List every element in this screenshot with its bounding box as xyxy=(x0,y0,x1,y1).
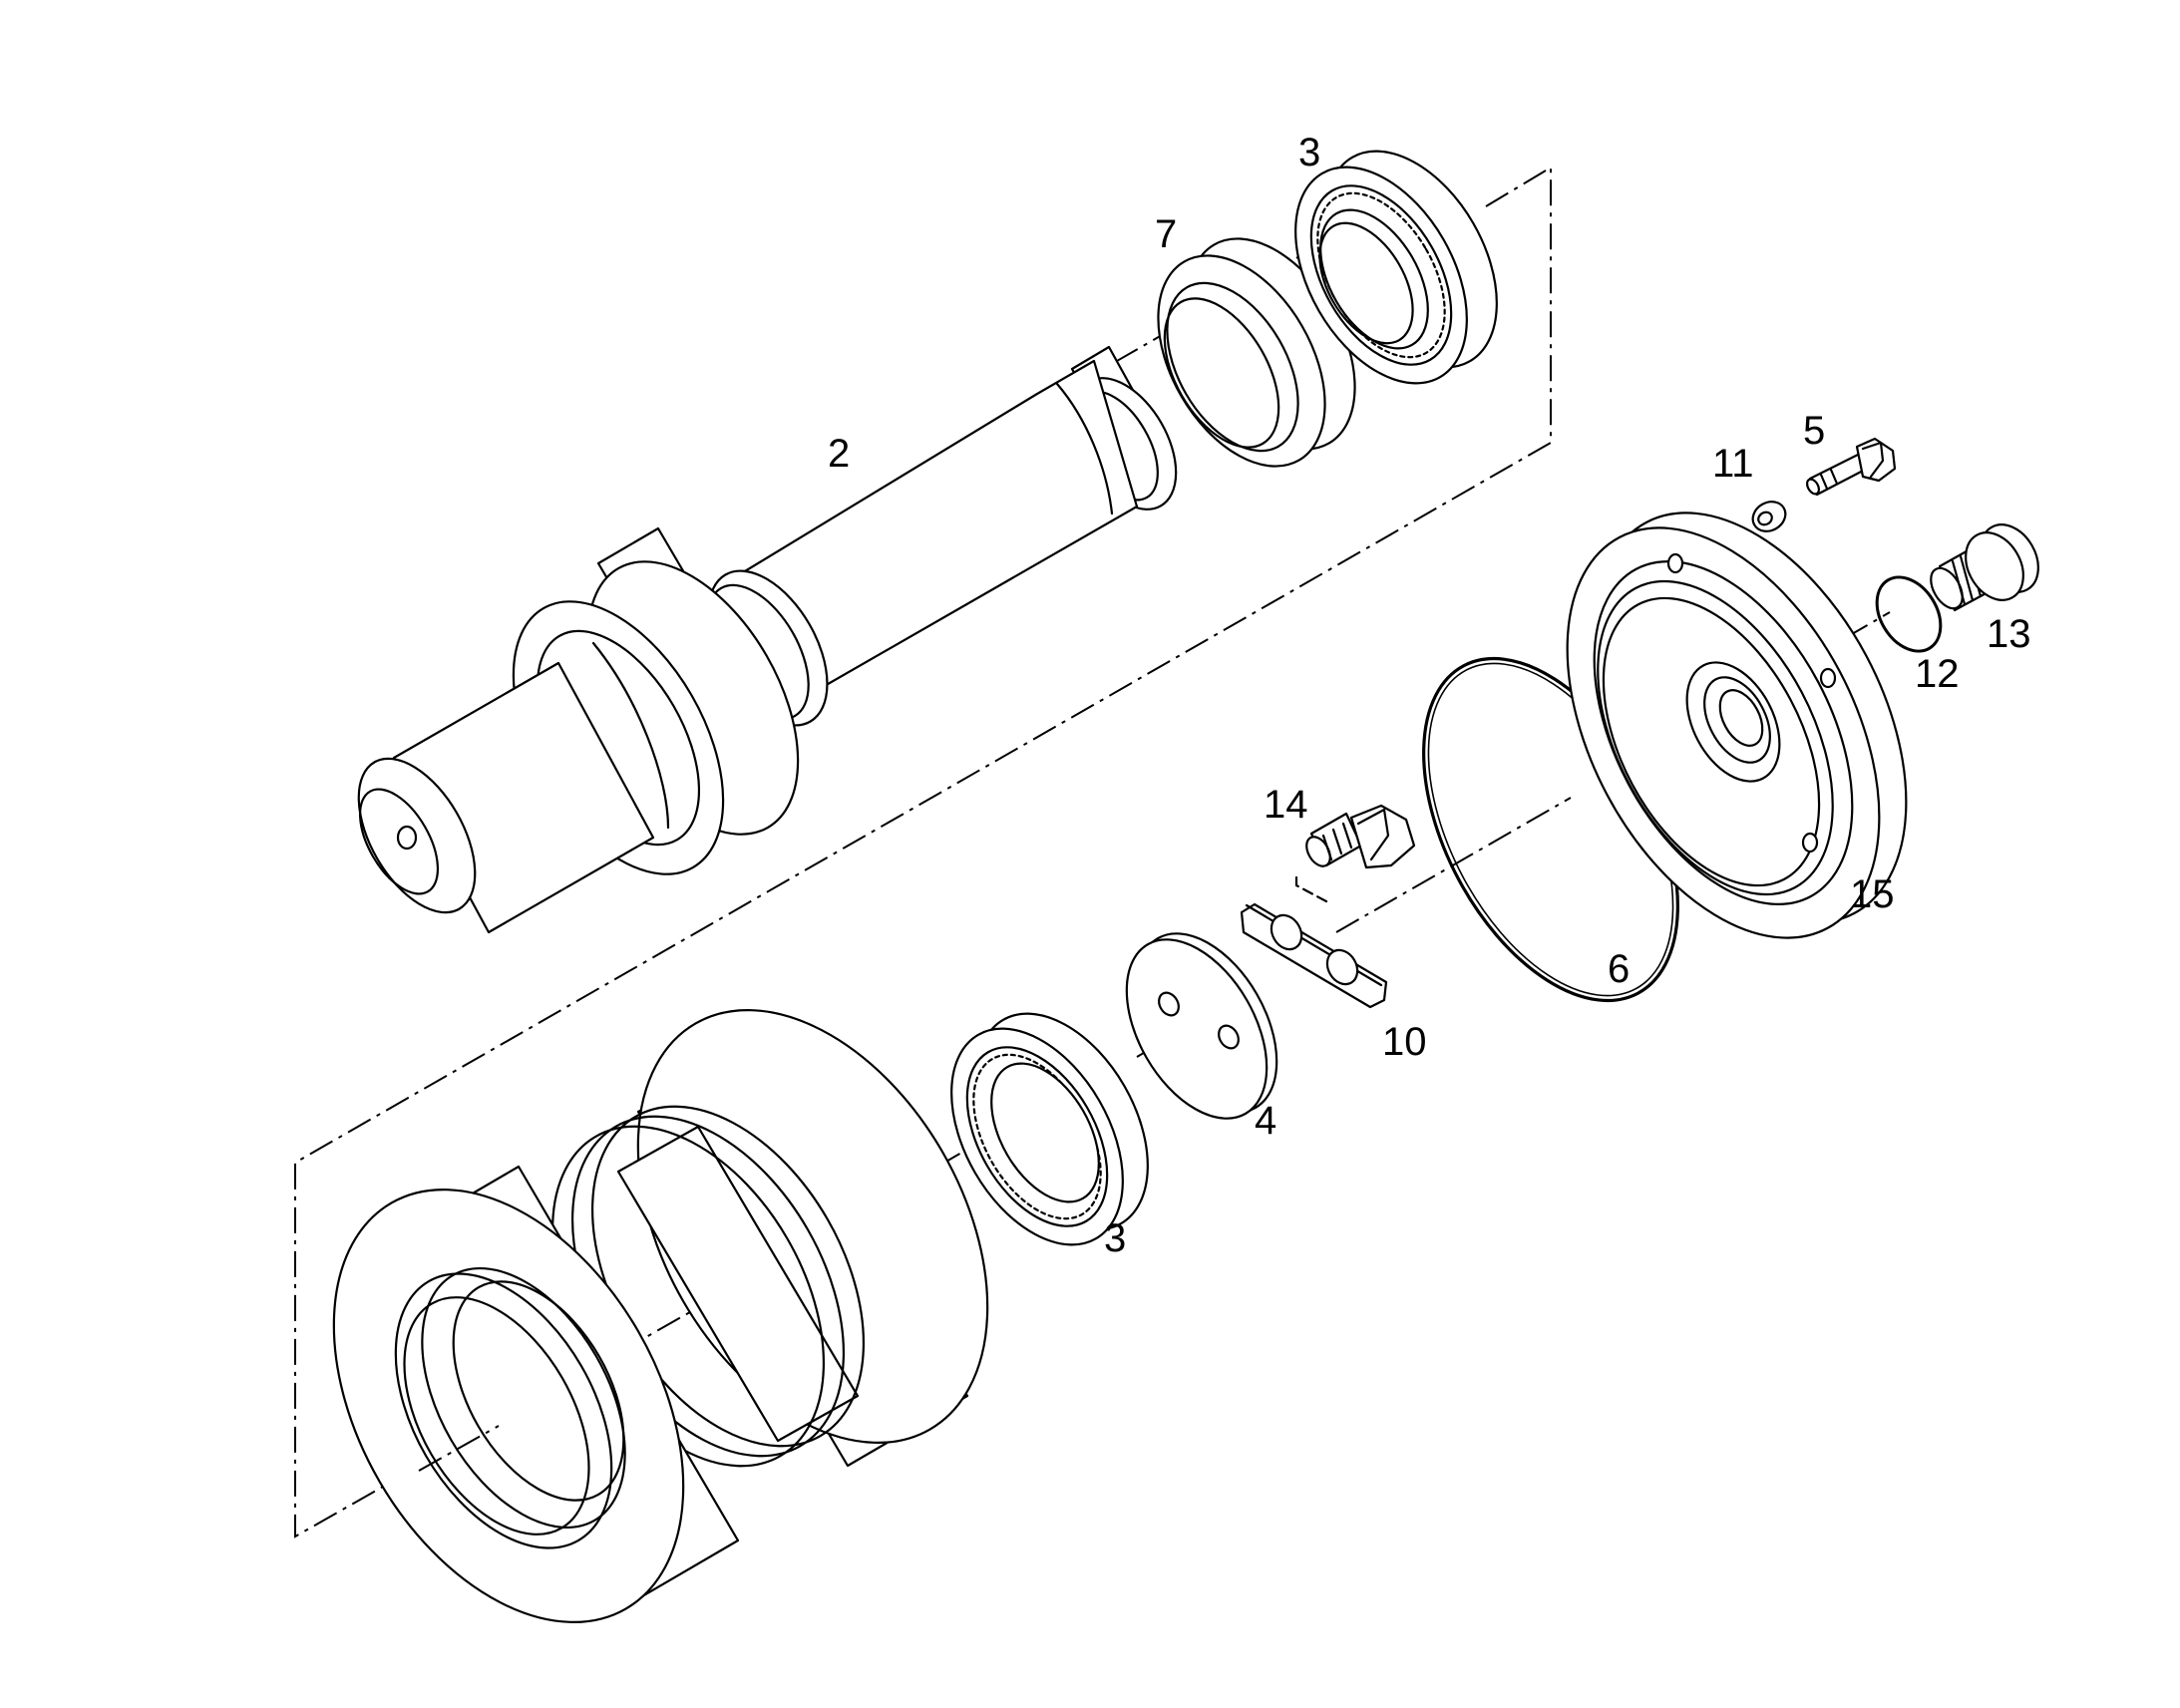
callout-labels: 2 3 3 4 5 6 7 10 11 12 13 14 15 xyxy=(828,131,2031,1260)
bolt-lock-part xyxy=(1305,804,1416,869)
callout-bolt-cap: 5 xyxy=(1803,409,1825,453)
shaft-part xyxy=(357,345,1178,934)
plug-ring-part xyxy=(1875,575,1943,653)
lock-plate-part xyxy=(1240,875,1388,1009)
callout-lock-plate: 10 xyxy=(1382,1020,1427,1064)
callout-thrust-plate: 4 xyxy=(1255,1099,1276,1143)
bearing-bottom-part xyxy=(950,1012,1149,1246)
callout-bolt-lock: 14 xyxy=(1264,783,1308,827)
washer-part xyxy=(1751,501,1787,532)
callout-washer: 11 xyxy=(1712,442,1754,486)
callout-o-ring: 6 xyxy=(1608,947,1630,991)
callout-end-cap: 15 xyxy=(1850,872,1895,916)
callout-bearing-top: 3 xyxy=(1298,131,1320,174)
plug-part xyxy=(1930,523,2039,612)
callout-plug: 13 xyxy=(1987,612,2031,656)
callout-shaft: 2 xyxy=(828,432,850,476)
thrust-plate-part xyxy=(1125,932,1278,1120)
callout-bearing-bottom: 3 xyxy=(1104,1216,1126,1260)
bearing-top-part xyxy=(1294,150,1498,385)
end-cap-part xyxy=(1566,512,1908,939)
roller-body-part xyxy=(332,1009,989,1623)
callout-plug-ring: 12 xyxy=(1915,652,1960,696)
callout-collar: 7 xyxy=(1155,212,1177,256)
bolt-cap-part xyxy=(1806,437,1897,497)
